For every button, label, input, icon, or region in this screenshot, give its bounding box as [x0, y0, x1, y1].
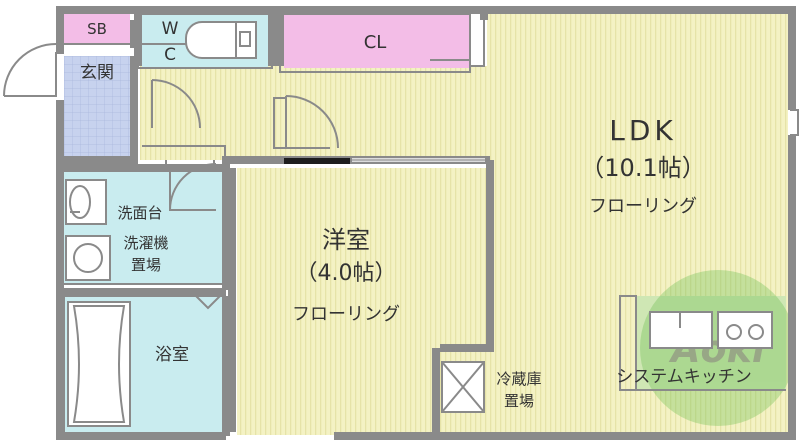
toilet-fixture: [185, 21, 257, 59]
kitchen-label: システムキッチン: [616, 367, 752, 387]
kitchen-counter: [619, 295, 786, 391]
washbasin-label: 洗面台: [117, 204, 162, 222]
washer-fixture: [65, 235, 111, 281]
ldk-floor-type: フローリング: [589, 196, 697, 217]
western-name: 洋室: [322, 226, 370, 254]
door-swings: [3, 43, 339, 310]
door-threshold: [284, 158, 350, 164]
western-floor-lower: [237, 345, 437, 435]
bathtub-fixture: [67, 301, 131, 427]
washer-label-1: 洗濯機: [123, 234, 168, 252]
sb-floor: [64, 14, 130, 44]
ldk-name: LDK: [609, 114, 677, 147]
washer-label-2: 置場: [131, 256, 161, 274]
western-floor-type: フローリング: [292, 304, 400, 325]
genkan-label: 玄関: [80, 63, 114, 83]
wc-label-c: C: [164, 45, 176, 65]
interior-lines: [63, 13, 799, 435]
fridge-space: [441, 361, 485, 413]
western-floor: [237, 168, 493, 348]
room-labels: SB 玄関 W C CL LDK （10.1帖） フローリング 洋室 （4.0帖…: [80, 19, 752, 410]
washbasin-fixture: [65, 179, 107, 225]
genkan-floor: [64, 56, 130, 156]
bath-label: 浴室: [155, 345, 189, 365]
western-size: （4.0帖）: [296, 261, 397, 286]
closet-label: CL: [364, 32, 387, 53]
fridge-label-2: 置場: [504, 392, 534, 410]
fridge-label-1: 冷蔵庫: [496, 370, 541, 388]
ldk-size: （10.1帖）: [580, 154, 705, 182]
wc-label-w: W: [162, 19, 179, 39]
sb-label: SB: [87, 20, 107, 38]
